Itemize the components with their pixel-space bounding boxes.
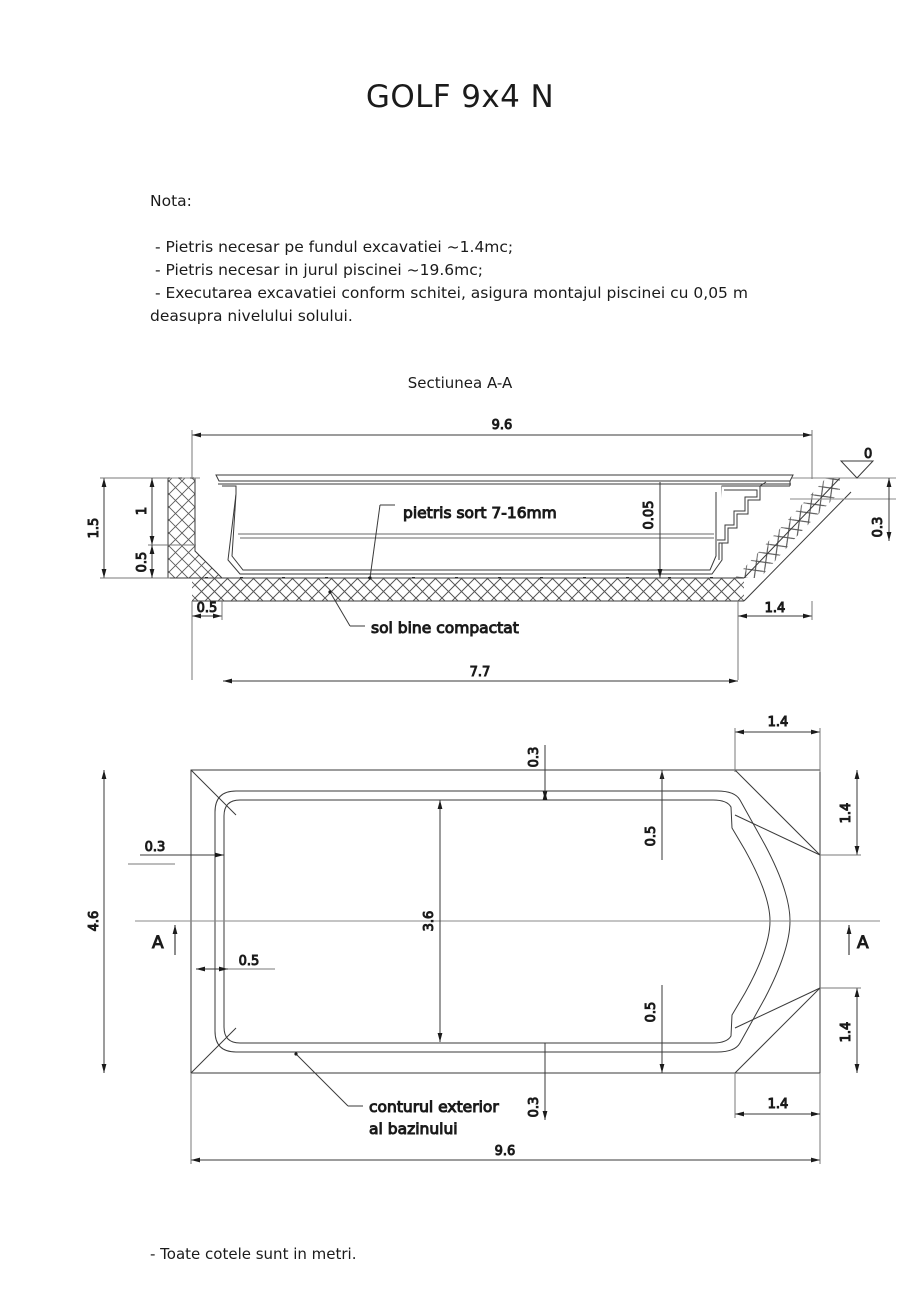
dim-label-plan-inner-offset-top: 0.5 [644, 826, 659, 847]
dim-section-overall-width [191, 430, 813, 479]
dim-label-plan-bottom-gap: 0.3 [527, 1097, 542, 1118]
dim-label-section-bottom-width: 7.7 [470, 665, 491, 680]
dim-label-section-above-ground: 0.05 [642, 501, 657, 530]
dim-label-section-pool-depth: 1 [135, 507, 150, 515]
dim-label-section-total-depth: 1.5 [87, 518, 102, 539]
page-title: GOLF 9x4 N [365, 79, 555, 115]
plan-pool-inner-contour [223, 799, 771, 1044]
dim-label-section-gravel-bed: 0.5 [135, 552, 150, 573]
excavation-fill [168, 478, 840, 601]
dim-label-plan-right-top-v: 1.4 [839, 803, 854, 824]
dim-section-total-depth [100, 477, 170, 579]
dim-plan-right-top-v [820, 770, 861, 856]
dim-label-plan-right-bottom-v: 1.4 [839, 1022, 854, 1043]
pool-shell-section [215, 474, 794, 575]
footer-note: - Toate cotele sunt in metri. [150, 1245, 357, 1263]
dim-label-section-slope-depth: 0.3 [871, 517, 886, 538]
note-heading: Nota: [150, 192, 192, 210]
note-item-4: deasupra nivelului solului. [150, 307, 353, 325]
leader-outer-contour [294, 1052, 363, 1107]
plan-pool-outer-contour [214, 790, 791, 1053]
dim-label-plan-overall-length: 9.6 [495, 1144, 516, 1159]
note-list: - Pietris necesar pe fundul excavatiei ~… [150, 236, 890, 328]
label-outer-contour-line2: al bazinului [369, 1120, 458, 1138]
dim-label-section-left-offset: 0.5 [197, 601, 218, 616]
ground-level-symbol [839, 460, 875, 479]
note-item-1: - Pietris necesar pe fundul excavatiei ~… [150, 238, 514, 256]
dim-label-plan-pool-width: 3.6 [422, 911, 437, 932]
dim-plan-overall-length [190, 1073, 821, 1164]
leader-compacted-soil [328, 590, 365, 627]
dim-section-left-offset [191, 601, 223, 680]
dim-plan-left-gap-top [128, 852, 224, 865]
dim-label-section-right-offset: 1.4 [765, 601, 786, 616]
ground-level-label: 0 [864, 447, 872, 462]
section-mark-right-label: A [857, 933, 869, 953]
note-item-3: - Executarea excavatiei conform schitei,… [150, 284, 748, 302]
dim-label-plan-top-gap: 0.3 [527, 747, 542, 768]
dim-section-pool-depth [148, 478, 196, 546]
dim-label-plan-right-bottom-h: 1.4 [768, 1097, 789, 1112]
label-compacted-soil: sol bine compactat [371, 619, 519, 637]
dim-label-plan-inner-offset-bottom: 0.5 [644, 1002, 659, 1023]
leader-gravel [368, 504, 395, 580]
dim-label-plan-left-gap-top: 0.3 [145, 840, 166, 855]
dim-label-section-overall-width: 9.6 [492, 418, 513, 433]
dim-plan-right-top-h [734, 728, 821, 772]
dim-section-right-offset [737, 601, 813, 680]
dim-label-plan-left-gap-bottom: 0.5 [239, 954, 260, 969]
note-item-2: - Pietris necesar in jurul piscinei ~19.… [150, 261, 483, 279]
label-gravel: pietris sort 7-16mm [403, 504, 557, 522]
section-view-group: 9.6 1.5 1 0.5 0.05 [87, 418, 896, 684]
label-outer-contour-line1: conturul exterior [369, 1098, 499, 1116]
dim-plan-right-bottom-h [734, 1073, 820, 1118]
section-mark-left-label: A [152, 933, 164, 953]
plan-corner-chamfers [190, 769, 821, 1074]
dim-label-plan-right-top-h: 1.4 [768, 715, 789, 730]
plan-view-group: A A 4.6 9.6 0.3 [87, 715, 880, 1164]
dim-plan-right-bottom-v [820, 987, 861, 1073]
section-view-title: Sectiunea A-A [407, 374, 513, 392]
dim-label-plan-overall-width: 4.6 [87, 911, 102, 932]
